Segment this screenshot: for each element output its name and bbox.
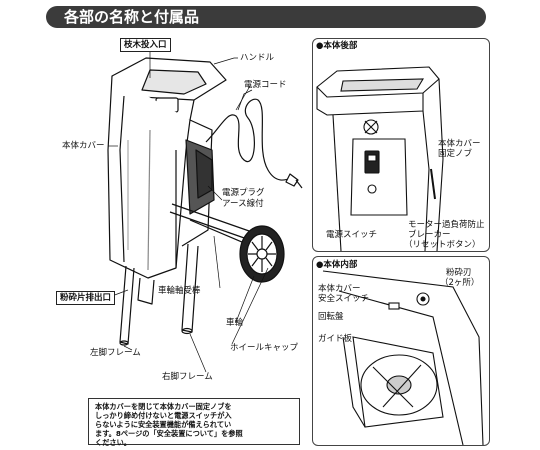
blade-label-line1: 粉砕刃 (446, 268, 472, 278)
guide-plate-label: ガイド板 (318, 334, 353, 344)
section-header: 各部の名称と付属品 (46, 6, 486, 28)
power-cord-label: 電源コード (244, 80, 287, 90)
note-line: ください。 (95, 438, 131, 447)
note-line: 本体カバーを閉じて本体カバー固定ノブを (95, 402, 232, 411)
note-line: しっかり締め付けないと電源スイッチが入 (95, 411, 232, 420)
breaker-label-line1: モーター過負荷防止 (408, 220, 485, 230)
chip-outlet-label: 粉砕片排出口 (56, 291, 116, 305)
wheel-cap-label: ホイールキャップ (230, 343, 299, 353)
rear-view-panel (312, 38, 490, 252)
plug-label-line2: アース線付 (222, 199, 264, 209)
body-cover-label: 本体カバー (62, 141, 105, 151)
safety-switch-label-line1: 本体カバー (318, 284, 361, 294)
wheel-axle-label: 車輪軸受棒 (158, 286, 201, 296)
breaker-label-line2: ブレーカー (408, 230, 451, 240)
cover-knob-label-line2: 固定ノブ (438, 149, 473, 159)
chip-inlet-label: 枝木投入口 (120, 38, 171, 52)
note-line: らないように安全装置機能が備えられてい (95, 420, 232, 429)
safety-note: 本体カバーを閉じて本体カバー固定ノブを しっかり締め付けないと電源スイッチが入 … (88, 398, 300, 447)
plug-label-line1: 電源プラグ (222, 188, 265, 198)
wheel-label: 車輪 (226, 318, 244, 328)
safety-switch-label-line2: 安全スイッチ (318, 294, 370, 304)
blade-label-line2: （2ヶ所） (440, 278, 480, 288)
cover-knob-label-line1: 本体カバー (438, 139, 481, 149)
inner-panel-title: ●本体内部 (316, 260, 358, 270)
rotor-label: 回転盤 (318, 312, 344, 322)
handle-label: ハンドル (240, 53, 275, 63)
note-line: ます。8ページの「安全装置について」を参照 (95, 429, 243, 438)
right-leg-label: 右脚フレーム (162, 372, 213, 382)
power-switch-label: 電源スイッチ (326, 230, 378, 240)
left-leg-label: 左脚フレーム (90, 348, 141, 358)
inner-view-illustration (322, 270, 484, 445)
rear-panel-title: ●本体後部 (316, 41, 358, 51)
inner-view-panel (312, 256, 490, 446)
rear-view-illustration (316, 66, 444, 251)
breaker-label-line3: （リセットボタン） (404, 240, 481, 250)
